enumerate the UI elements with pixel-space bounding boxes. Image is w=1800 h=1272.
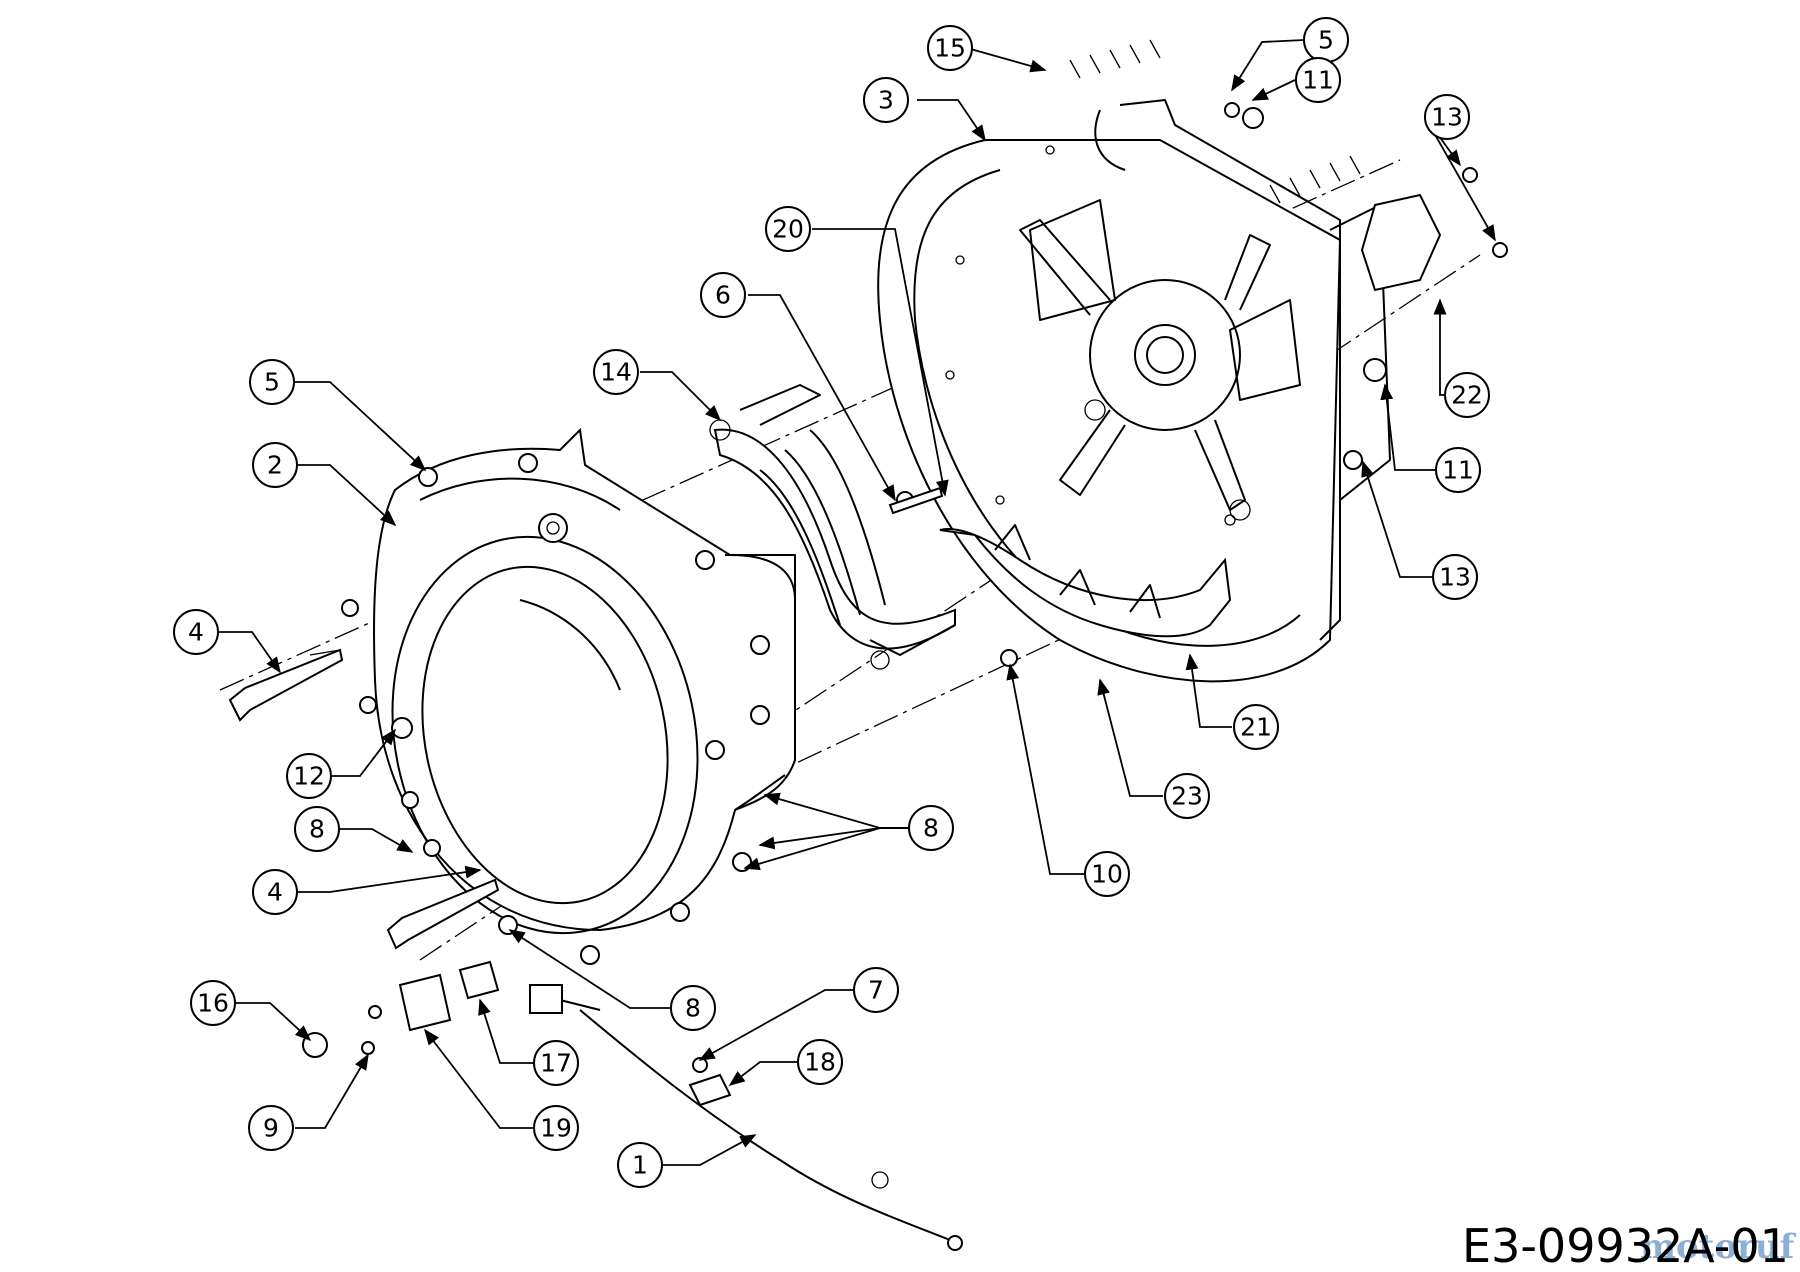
callout-11-right: 11 bbox=[1435, 447, 1481, 493]
callout-label: 16 bbox=[197, 989, 229, 1018]
callout-label: 1 bbox=[632, 1151, 648, 1180]
callout-4-top: 4 bbox=[173, 609, 219, 655]
callout-label: 11 bbox=[1302, 66, 1334, 95]
callout-12: 12 bbox=[286, 753, 332, 799]
callout-23: 23 bbox=[1164, 773, 1210, 819]
callout-label: 3 bbox=[878, 86, 894, 115]
callout-label: 13 bbox=[1439, 563, 1471, 592]
callout-19: 19 bbox=[533, 1105, 579, 1151]
front-housing-part bbox=[373, 427, 796, 935]
callout-label: 23 bbox=[1171, 782, 1203, 811]
callout-9: 9 bbox=[248, 1105, 294, 1151]
callout-label: 15 bbox=[934, 34, 966, 63]
callout-label: 10 bbox=[1091, 860, 1123, 889]
leader-lines bbox=[218, 39, 1496, 1166]
callout-label: 4 bbox=[188, 618, 204, 647]
callout-8-left: 8 bbox=[294, 806, 340, 852]
callout-label: 20 bbox=[772, 215, 804, 244]
callout-label: 12 bbox=[293, 762, 325, 791]
callout-3: 3 bbox=[863, 77, 909, 123]
callout-label: 11 bbox=[1442, 456, 1474, 485]
callout-14: 14 bbox=[593, 349, 639, 395]
lower-shroud-part bbox=[939, 524, 1232, 638]
callout-1: 1 bbox=[617, 1142, 663, 1188]
callout-label: 5 bbox=[264, 368, 280, 397]
callout-label: 7 bbox=[868, 976, 884, 1005]
callout-label: 2 bbox=[267, 451, 283, 480]
long-bolts-part bbox=[228, 648, 500, 950]
callout-label: 9 bbox=[263, 1114, 279, 1143]
callout-5-left: 5 bbox=[249, 359, 295, 405]
callout-4-bottom: 4 bbox=[252, 869, 298, 915]
callout-label: 14 bbox=[600, 358, 632, 387]
callout-label: 22 bbox=[1451, 381, 1483, 410]
rear-housing-part bbox=[877, 99, 1391, 683]
callout-13-top: 13 bbox=[1424, 94, 1470, 140]
callout-10: 10 bbox=[1084, 851, 1130, 897]
callout-7: 7 bbox=[853, 967, 899, 1013]
callout-8-bottom: 8 bbox=[670, 985, 716, 1031]
callout-label: 4 bbox=[267, 878, 283, 907]
callout-20: 20 bbox=[765, 206, 811, 252]
callout-6: 6 bbox=[700, 272, 746, 318]
callout-21: 21 bbox=[1233, 704, 1279, 750]
callout-16: 16 bbox=[190, 980, 236, 1026]
callout-label: 18 bbox=[804, 1048, 836, 1077]
callout-label: 5 bbox=[1318, 26, 1334, 55]
callout-label: 8 bbox=[685, 994, 701, 1023]
callout-label: 21 bbox=[1240, 713, 1272, 742]
callout-5-top: 5 bbox=[1303, 17, 1349, 63]
callout-17: 17 bbox=[533, 1040, 579, 1086]
drawing-number: E3-09932A-01 bbox=[1462, 1219, 1789, 1272]
callout-label: 8 bbox=[309, 815, 325, 844]
callout-label: 8 bbox=[923, 814, 939, 843]
chute-guide-part bbox=[709, 384, 956, 670]
callout-18: 18 bbox=[797, 1039, 843, 1085]
callout-8-right: 8 bbox=[908, 805, 954, 851]
callout-label: 19 bbox=[540, 1114, 572, 1143]
callout-label: 13 bbox=[1431, 103, 1463, 132]
small-hardware bbox=[341, 39, 1508, 965]
callout-2: 2 bbox=[252, 442, 298, 488]
callout-13-right: 13 bbox=[1432, 554, 1478, 600]
watermark-logo: motoruf bbox=[1640, 1227, 1797, 1267]
callout-22: 22 bbox=[1444, 372, 1490, 418]
callout-label: 17 bbox=[540, 1049, 572, 1078]
callout-15: 15 bbox=[927, 25, 973, 71]
callout-label: 6 bbox=[715, 281, 731, 310]
callout-11-top: 11 bbox=[1295, 57, 1341, 103]
